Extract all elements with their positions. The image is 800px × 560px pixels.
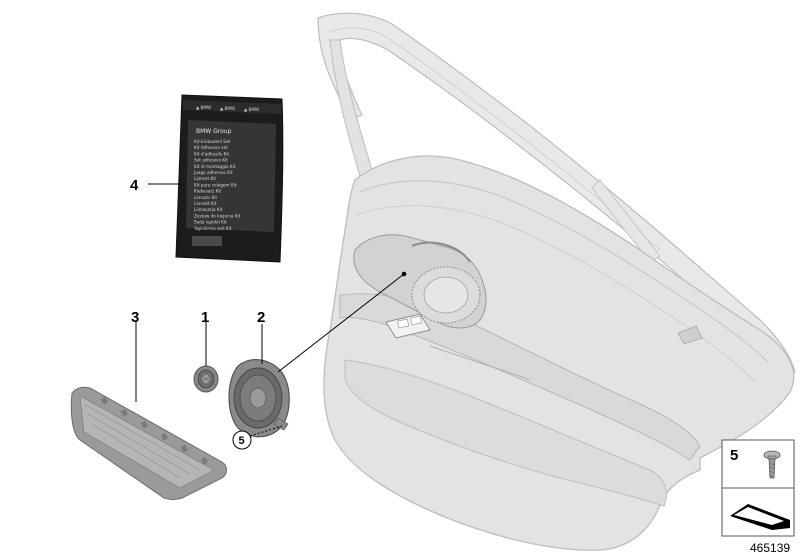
diagram-id-number: 465139 bbox=[750, 541, 790, 555]
callout-1: 1 bbox=[201, 309, 209, 326]
kit-bag-text-line: Juego adhesivo Kit bbox=[193, 170, 233, 175]
kit-bag-text-line: Kit di montaggio Kit bbox=[194, 164, 236, 169]
kit-bag-text-line: Liimasarja Kit bbox=[194, 207, 223, 212]
kit-bag-text-line: Zestaw do klejenia Kit bbox=[194, 213, 241, 218]
leader-line-speaker-to-door bbox=[277, 273, 405, 373]
kit-bag-text-line: Sada lepidel Kit bbox=[194, 220, 227, 225]
kit-bag-text-line: Yapistirma seti Kit bbox=[193, 226, 232, 231]
legend-box: 5 bbox=[721, 439, 795, 537]
adhesive-kit-bag: ▲ BMW ▲ BMW ▲ BMW BMW Group Kit-Einbaute… bbox=[175, 94, 284, 263]
callout-4: 4 bbox=[130, 177, 139, 194]
section-shape-icon bbox=[730, 504, 790, 530]
svg-text:▲ BMW: ▲ BMW bbox=[220, 106, 235, 111]
tweeter bbox=[193, 365, 219, 393]
kit-bag-text-line: Lijmset Kit bbox=[194, 176, 216, 181]
kit-bag-text-line: Kit d'adhesifs Kit bbox=[194, 151, 229, 156]
kit-bag-brand-header: BMW Group bbox=[196, 128, 232, 135]
screw-icon bbox=[763, 450, 781, 479]
svg-text:▲ BMW: ▲ BMW bbox=[244, 107, 259, 112]
callout-3: 3 bbox=[131, 309, 139, 326]
midrange-speaker bbox=[228, 359, 290, 438]
legend-callout-5: 5 bbox=[730, 447, 738, 464]
kit-bag-text-line: Kit para colagem Kit bbox=[194, 182, 237, 187]
svg-text:5: 5 bbox=[239, 435, 245, 447]
callout-2: 2 bbox=[257, 309, 265, 326]
svg-text:▲ BMW: ▲ BMW bbox=[196, 105, 211, 110]
kit-bag-text-line: Kit Adhesive set bbox=[194, 145, 228, 150]
leader-line-5 bbox=[249, 425, 283, 437]
kit-bag-text-line: Klebesatz Kit bbox=[194, 189, 222, 194]
leader-lines bbox=[135, 183, 407, 437]
speaker-grille-trim bbox=[70, 386, 227, 500]
callout-5-circled: 5 bbox=[232, 430, 252, 450]
kit-bag-text-line: Set adhesivo Kit bbox=[194, 158, 228, 163]
kit-bag-text-line: Limsett Kit bbox=[194, 201, 217, 206]
kit-bag-text-line: Kit-Einbauteil Set bbox=[194, 139, 231, 144]
door-trim-panel bbox=[317, 12, 796, 551]
kit-bag-text-line: Limsats Kit bbox=[194, 195, 217, 200]
